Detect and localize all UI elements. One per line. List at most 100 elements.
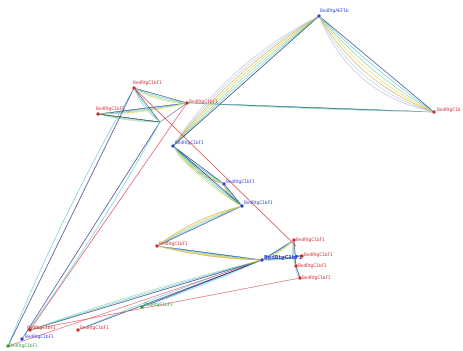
edge-red (29, 102, 188, 331)
graph-node: BedRtgC1bF1 (260, 255, 303, 262)
edge-mid-chain (156, 205, 243, 247)
edge-dark (172, 15, 320, 147)
edge-top-mid (172, 15, 320, 147)
node-label: BedRtgC1bF1 (226, 179, 255, 184)
graph-node: BedRtgC1bF1 (96, 106, 125, 116)
edge-ul-cluster (97, 102, 188, 115)
edge-ul-cluster (133, 87, 188, 104)
edge-mid-chain (223, 183, 243, 207)
node-label: BedRtgC1bF1 (244, 200, 273, 205)
edge-top-right (318, 15, 435, 113)
graph-node: BedRtgC1bF1 (240, 200, 273, 208)
edge-mid-chain (172, 145, 243, 207)
edge-top-right (318, 15, 435, 113)
graph-node: BedRtgC1bF1 (6, 343, 38, 348)
edge-ul-cluster (97, 102, 188, 115)
node-label: BedRtgC1bF1 (25, 334, 54, 339)
edge-top-mid (172, 15, 320, 147)
graph-node: BedRtgC1bF1 (298, 275, 331, 280)
node-label: BedRtgC1bF1 (9, 343, 38, 348)
edge-ul-cluster (133, 87, 188, 104)
edge-top-mid (172, 15, 320, 147)
edge-dark (97, 102, 188, 123)
node-marker (20, 337, 24, 341)
edge-red (7, 259, 263, 347)
graph-node: BedRtgC1bF1 (300, 252, 333, 258)
graph-node: BedRtgC1bF1 (171, 140, 204, 148)
node-marker (96, 112, 100, 116)
graph-node: BedRtgC1bF1 (185, 99, 218, 105)
node-marker (185, 101, 189, 105)
node-marker (171, 144, 175, 148)
node-marker (222, 182, 226, 186)
graph-node: BedRtgC1bF1 (140, 302, 173, 309)
edge-ul-cluster (97, 113, 161, 123)
edge-lr-cluster (261, 255, 303, 261)
node-marker (155, 244, 159, 248)
edge-long-bottom (29, 259, 263, 331)
edge-lr-cluster (293, 239, 297, 267)
node-label: BedRtgC1bF1 (144, 302, 173, 307)
edge-top-mid (172, 15, 320, 147)
edge-lr-cluster (293, 239, 297, 267)
node-label: BedRtgC1bF1 (159, 241, 188, 246)
edge-mid-chain (156, 205, 243, 247)
graph-node: BedRtgC1bF1 (292, 237, 325, 242)
edge-mid-chain (172, 145, 243, 207)
edge-long-bottom (141, 259, 263, 308)
edge-ul-cluster (133, 87, 161, 123)
node-marker (300, 254, 304, 258)
edge-ul-cluster (133, 87, 161, 123)
graph-node: BedRtgC1bF1 (132, 80, 162, 90)
edge-top-mid (172, 15, 320, 147)
node-label: BedRtgC1bF1 (304, 252, 333, 257)
edge-long-bottom (29, 259, 263, 331)
edge-top-right (318, 15, 435, 113)
node-label: BedRtgC1bF1 (27, 325, 56, 330)
node-label: BedRtgC1bF1 (96, 106, 125, 111)
edge-red (133, 87, 297, 247)
graph-node: BedRtgC1b (432, 107, 461, 114)
node-label: BedRtgC1bF1 (80, 325, 109, 330)
edge-long-left (21, 121, 161, 340)
edge-mid-chain (156, 205, 243, 247)
node-label: BedRtgC1bF1 (189, 99, 218, 104)
node-marker (240, 204, 244, 208)
edge-top-mid (172, 15, 320, 147)
edge-ul-cluster (133, 87, 161, 123)
edge-top-right (318, 15, 435, 113)
edge-long-bottom (141, 259, 263, 308)
node-marker (294, 264, 298, 268)
node-label: BedRtgAEF1b (320, 8, 349, 13)
edge-layer (7, 15, 435, 347)
node-marker (292, 238, 296, 242)
node-label: BedRtgC1bF1 (302, 275, 331, 280)
graph-node: BedRtgC1bF1 (20, 334, 54, 341)
edge-mid-chain (156, 205, 243, 247)
node-marker (260, 258, 264, 262)
edge-red (29, 277, 301, 331)
node-marker (76, 328, 80, 332)
node-marker (6, 344, 10, 348)
edge-mid-chain (156, 205, 243, 247)
graph-node: BedRtgC1bF1 (294, 263, 327, 268)
node-marker (432, 110, 436, 114)
edge-mid-chain (172, 145, 243, 207)
node-marker (140, 305, 144, 309)
edge-lr-cluster (292, 239, 297, 267)
graph-node: BedRtgC1bF1 (27, 325, 56, 332)
edge-top-right (318, 15, 435, 113)
edge-ul-cluster (97, 102, 188, 115)
edge-ul-cluster (133, 87, 188, 104)
node-marker (132, 86, 136, 90)
edge-ul-cluster (97, 102, 188, 115)
node-label: BedRtgC1b (437, 107, 461, 112)
edge-mid-chain (156, 245, 263, 261)
graph-node: BedRtgC1bF1 (76, 325, 109, 332)
edge-mid-chain (156, 245, 263, 261)
edge-mid-chain (172, 145, 225, 185)
node-label: BedRtgC1bF1 (133, 80, 162, 85)
graph-node: BedRtgC1bF1 (155, 241, 188, 248)
